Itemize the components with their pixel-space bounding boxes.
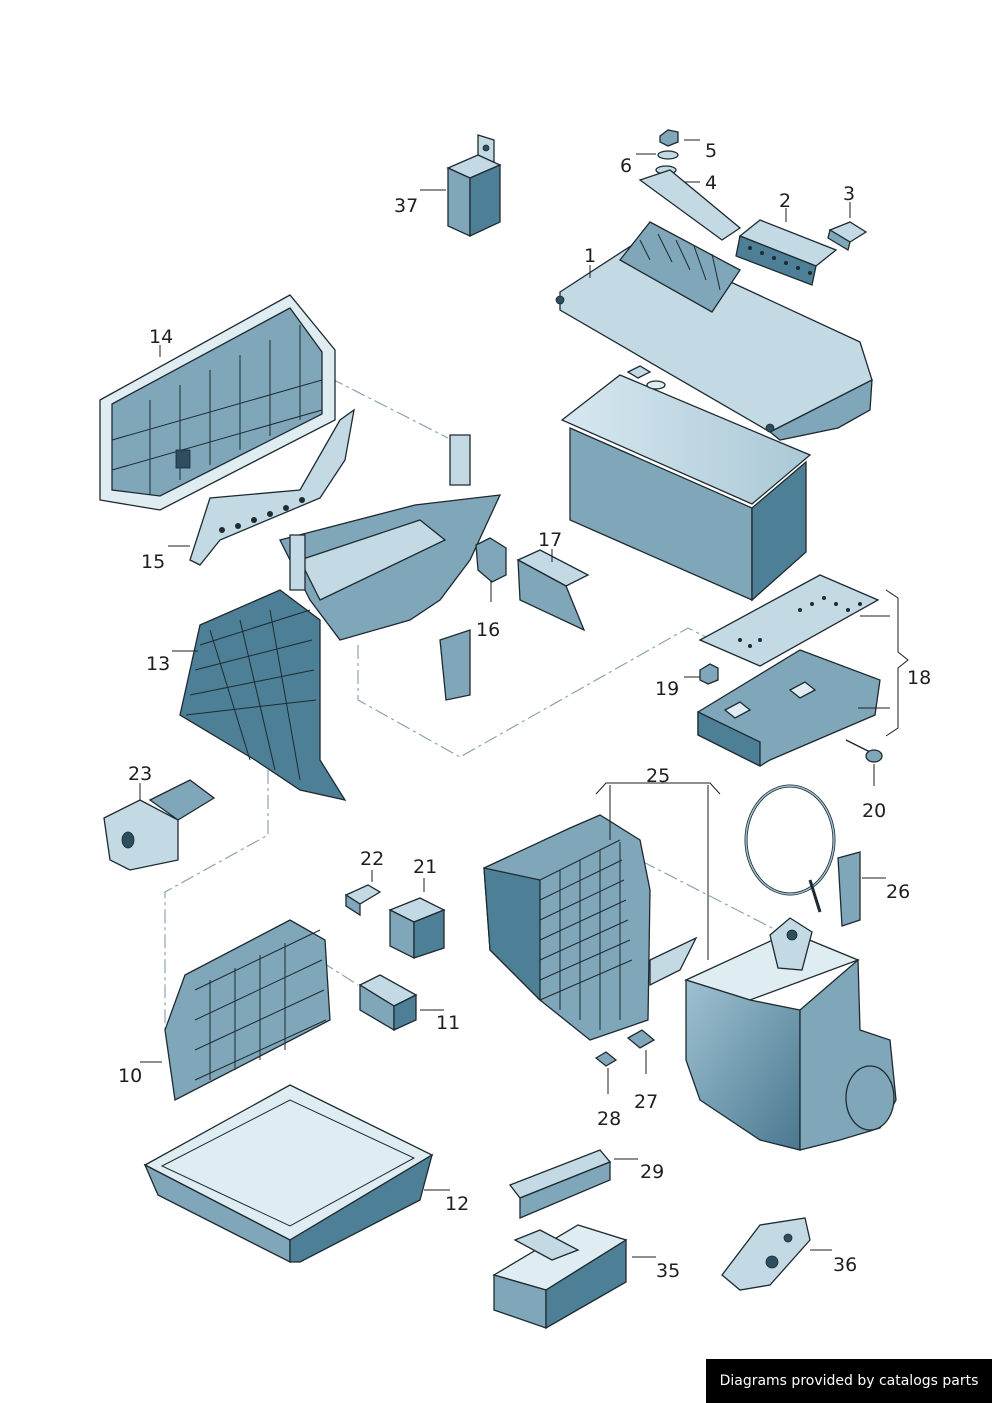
callout-5: 5 — [705, 140, 717, 162]
callout-17: 17 — [538, 529, 562, 551]
part-1-battery-cover — [555, 221, 873, 441]
callout-15: 15 — [141, 551, 165, 573]
part-15-bracket — [189, 408, 355, 566]
part-25-fuse-box — [483, 814, 698, 1041]
callout-1: 1 — [584, 245, 596, 267]
callout-14: 14 — [149, 326, 173, 348]
part-2-fuse-strip — [735, 219, 838, 286]
part-18-fuse-box — [697, 574, 881, 768]
battery — [560, 365, 812, 602]
leader-lines — [139, 139, 886, 1258]
part-6-washer — [657, 150, 679, 160]
part-14-relay-carrier — [99, 294, 336, 511]
part-25-cover — [684, 917, 897, 1151]
callout-2: 2 — [779, 190, 791, 212]
part-20-bolt — [845, 739, 883, 763]
assembly-line — [619, 849, 781, 933]
part-16-clip — [475, 537, 507, 583]
part-35-module — [492, 1224, 628, 1330]
callout-37: 37 — [394, 195, 418, 217]
callout-36: 36 — [833, 1254, 857, 1276]
part-27-fuse — [626, 1029, 656, 1049]
part-13-frame — [179, 434, 502, 801]
part-23-bracket — [103, 779, 216, 871]
part-26-wire — [744, 784, 861, 927]
part-37-relay — [446, 134, 502, 238]
callout-19: 19 — [655, 678, 679, 700]
part-3-fuse — [827, 221, 868, 252]
credit-banner: Diagrams provided by catalogs parts — [706, 1359, 992, 1403]
callout-20: 20 — [862, 800, 886, 822]
callout-16: 16 — [476, 619, 500, 641]
part-19-nut — [699, 663, 719, 685]
part-17-holder — [516, 549, 590, 632]
part-28-fuse — [594, 1051, 618, 1067]
part-36-bracket — [721, 1217, 811, 1291]
callout-29: 29 — [640, 1161, 664, 1183]
part-11-relay — [358, 974, 418, 1032]
callout-13: 13 — [146, 653, 170, 675]
callout-22: 22 — [360, 848, 384, 870]
callout-12: 12 — [445, 1193, 469, 1215]
callout-25: 25 — [646, 765, 670, 787]
assembly-line — [329, 377, 449, 439]
assembly-line — [357, 627, 713, 758]
callout-3: 3 — [843, 183, 855, 205]
callout-10: 10 — [118, 1065, 142, 1087]
part-22-connector — [344, 884, 382, 917]
callout-28: 28 — [597, 1108, 621, 1130]
callout-23: 23 — [128, 763, 152, 785]
callout-6: 6 — [620, 155, 632, 177]
part-10-relay-plate — [164, 919, 331, 1101]
callout-4: 4 — [705, 172, 717, 194]
callout-18: 18 — [907, 667, 931, 689]
part-4-strap — [638, 165, 742, 241]
part-12-cover — [143, 1084, 434, 1264]
callout-11: 11 — [436, 1012, 460, 1034]
callout-21: 21 — [413, 856, 437, 878]
callout-27: 27 — [634, 1091, 658, 1113]
part-21-relay-socket — [388, 897, 446, 960]
callout-35: 35 — [656, 1260, 680, 1282]
part-29-fuse-holder — [508, 1149, 612, 1219]
part-5-nut — [659, 129, 679, 147]
callout-26: 26 — [886, 881, 910, 903]
assembly-line — [164, 770, 269, 1030]
